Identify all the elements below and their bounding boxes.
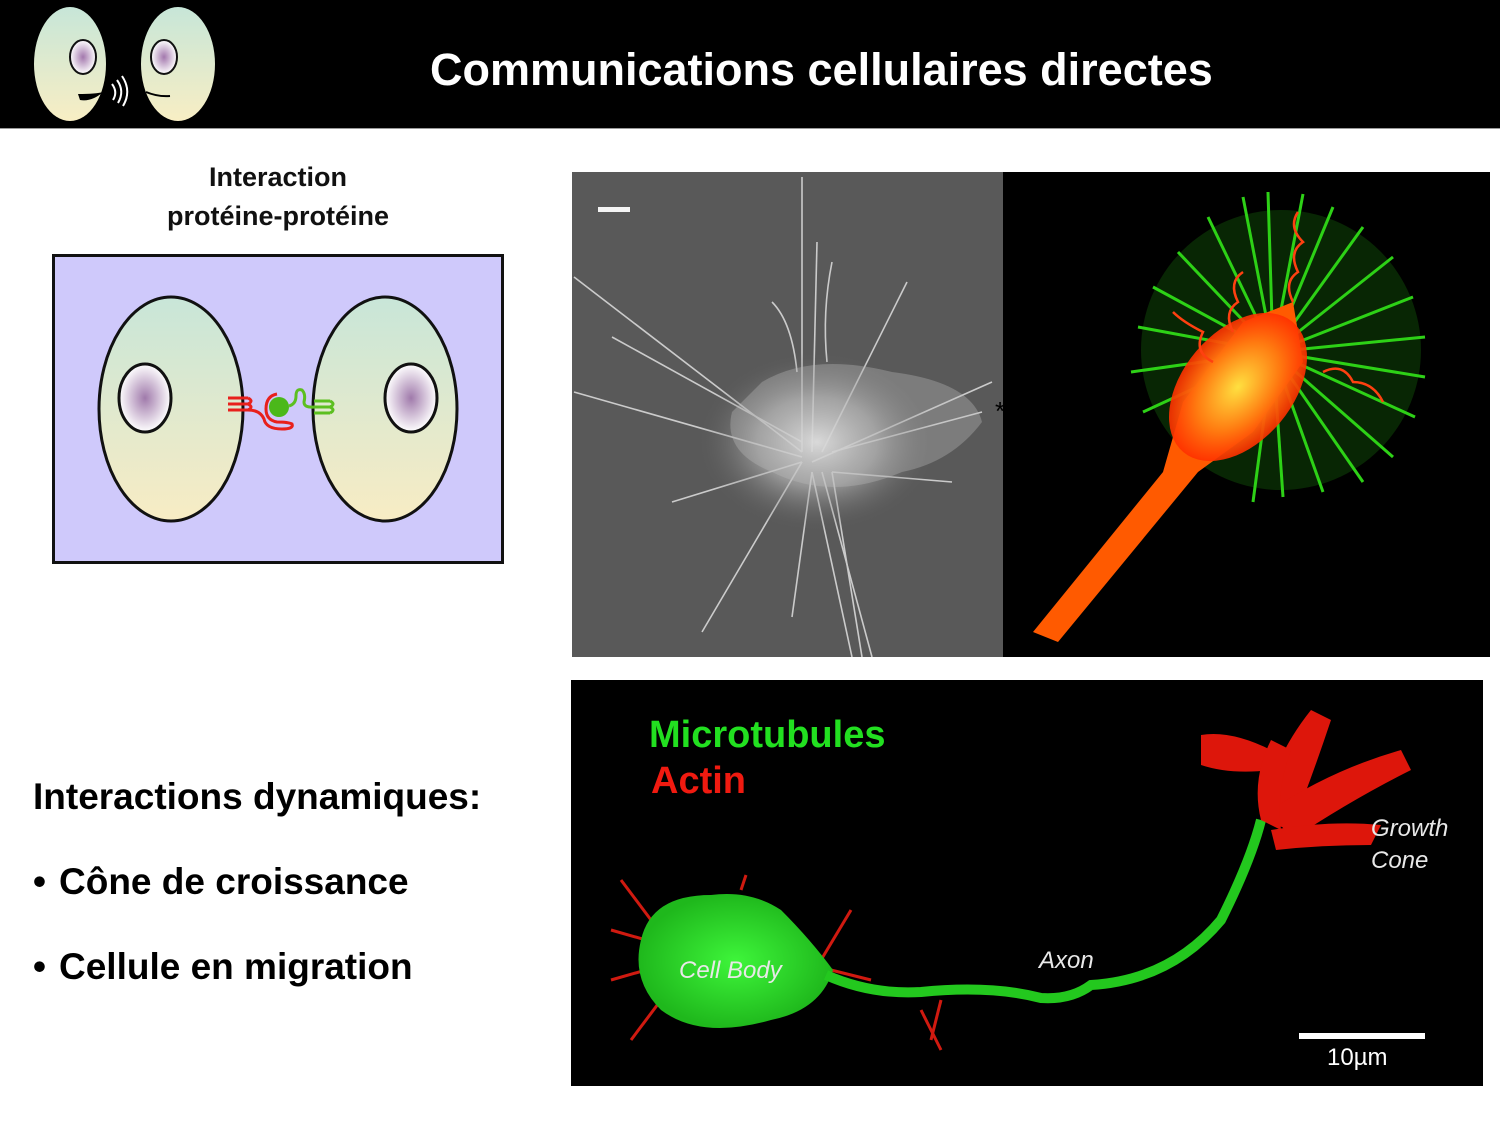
slide-header: Communications cellulaires directes (0, 0, 1500, 129)
bullet-item: • Cône de croissance (33, 858, 563, 906)
bullet-label: Cellule en migration (59, 946, 413, 987)
asterisk-marker: * (995, 396, 1004, 426)
diagram-caption: Interaction protéine-protéine (100, 158, 456, 236)
legend-microtubules: Microtubules (649, 714, 886, 756)
two-talking-cells-icon (28, 2, 228, 126)
right-protein-icon (288, 388, 335, 415)
sem-growth-cone-image: * (572, 172, 1004, 657)
red-actin-fibers (1172, 211, 1385, 403)
section-heading: Interactions dynamiques: (33, 776, 482, 817)
label-growth-cone-line2: Cone (1371, 847, 1429, 874)
label-axon: Axon (1039, 947, 1094, 974)
right-cell (311, 295, 459, 523)
bullet-marker: • (33, 861, 46, 902)
slide-title: Communications cellulaires directes (430, 44, 1213, 95)
bullet-item: • Cellule en migration (33, 943, 563, 991)
label-cell-body: Cell Body (679, 957, 782, 984)
legend-actin: Actin (651, 760, 746, 802)
scale-bar (1299, 1033, 1425, 1039)
scale-label: 10µm (1327, 1044, 1388, 1071)
sem-scale-bar (598, 207, 630, 212)
bullet-label: Cône de croissance (59, 861, 409, 902)
label-growth-cone-line1: Growth (1371, 815, 1449, 842)
left-cell (97, 295, 245, 523)
dynamic-interactions-text: Interactions dynamiques: • Cône de croiss… (33, 773, 563, 991)
fluorescent-growth-cone-image (1003, 172, 1490, 657)
protein-interaction-diagram (52, 254, 504, 564)
bullet-marker: • (33, 946, 46, 987)
axon-shape (823, 818, 1266, 1004)
left-protein-icon (228, 392, 294, 431)
cell-body-filopodia (610, 874, 943, 1051)
growth-cone-shape (1201, 710, 1411, 850)
ligand-icon (269, 397, 289, 417)
neuron-fluorescence-figure: Microtubules Actin Cell Body Axon Growth… (571, 680, 1483, 1086)
caption-line-1: Interaction (208, 162, 348, 192)
caption-line-2: protéine-protéine (166, 201, 389, 231)
